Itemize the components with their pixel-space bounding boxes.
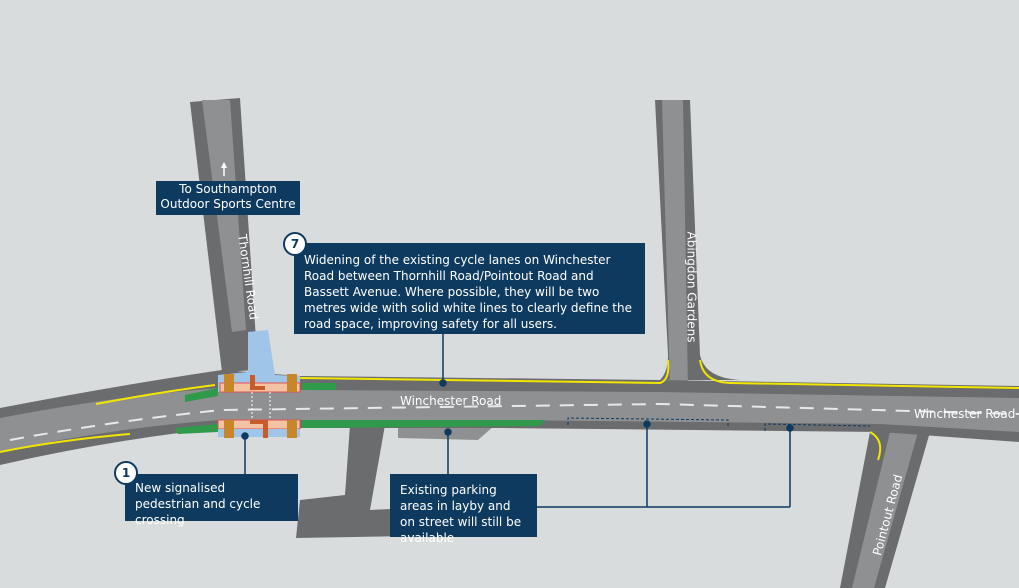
callout-parking: Existing parking areas in layby and on s… [390,474,537,545]
callout-number-7: 7 [283,232,307,256]
signalised-crossing [217,330,301,438]
winchester-road [0,359,1019,465]
callout-cycle-lanes: Widening of the existing cycle lanes on … [294,243,645,334]
abingdon-gardens [655,100,740,390]
thornhill-road [190,98,258,372]
road-label-abingdon: Abingdon Gardens [684,231,699,343]
road-label-winchester: Winchester Road [914,407,1016,421]
cycle-lanes [175,383,545,434]
road-label-winchester: Winchester Road [400,394,502,408]
callout-number-1: 1 [114,461,138,485]
leader-lines [241,334,794,508]
arrow-up-icon [221,162,227,176]
pointout-road [840,432,930,588]
direction-sign: To Southampton Outdoor Sports Centre [156,181,300,215]
callout-crossing: New signalised pedestrian and cycle cros… [125,474,298,527]
